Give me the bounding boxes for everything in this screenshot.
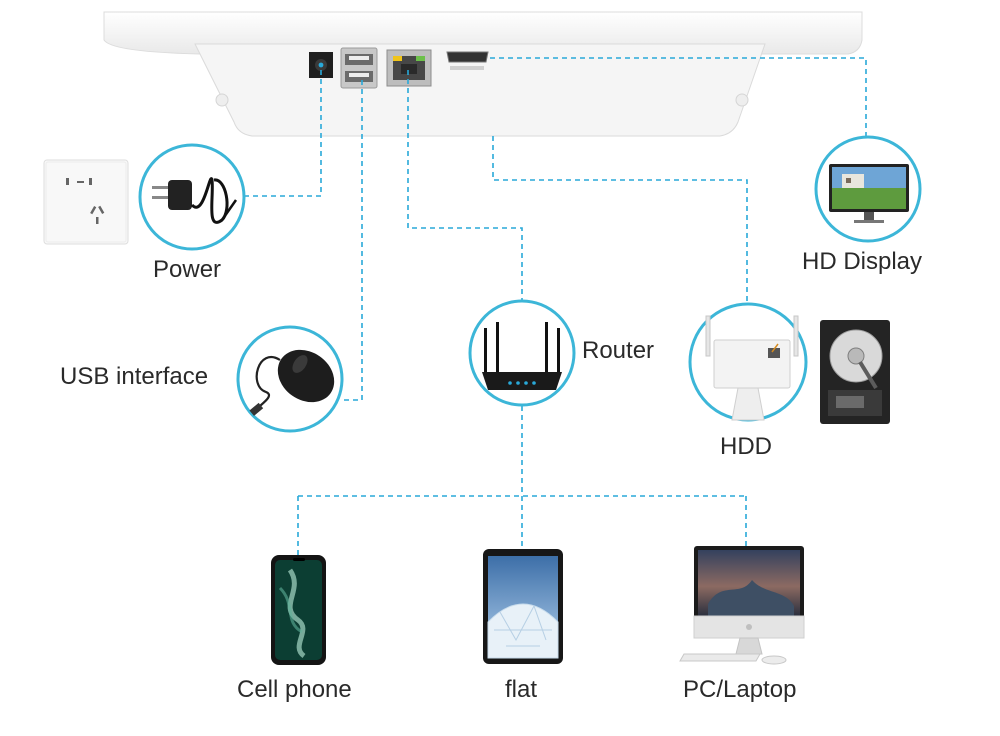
tablet-icon (483, 549, 563, 664)
router-icon (468, 299, 576, 407)
hard-disk-icon (820, 320, 890, 424)
usb-interface-label: USB interface (60, 363, 209, 390)
hdd-label: HDD (720, 433, 772, 460)
usb-connector-line (344, 80, 363, 401)
ethernet-port (386, 49, 432, 87)
hdd-connector-line (492, 136, 748, 308)
mouse-icon (236, 325, 344, 433)
power-connector-line (245, 70, 322, 197)
flat-label: flat (505, 676, 538, 703)
router-label: Router (582, 337, 655, 364)
router-connector-line (407, 70, 523, 300)
phone-icon (271, 555, 326, 665)
power-adapter-icon (138, 143, 246, 251)
usb-ports (340, 47, 378, 89)
wall-socket-icon (43, 159, 129, 245)
imac-icon (679, 546, 805, 665)
power-label: Power (153, 256, 222, 283)
hd-display-label: HD Display (802, 248, 923, 275)
pc-laptop-label: PC/Laptop (683, 676, 797, 703)
nvr-device (103, 11, 863, 137)
hdmi-port (446, 51, 489, 70)
nvr-hdd-icon (688, 302, 808, 422)
connector-lines (245, 57, 867, 558)
cell-phone-label: Cell phone (237, 676, 352, 703)
monitor-icon (814, 135, 922, 243)
